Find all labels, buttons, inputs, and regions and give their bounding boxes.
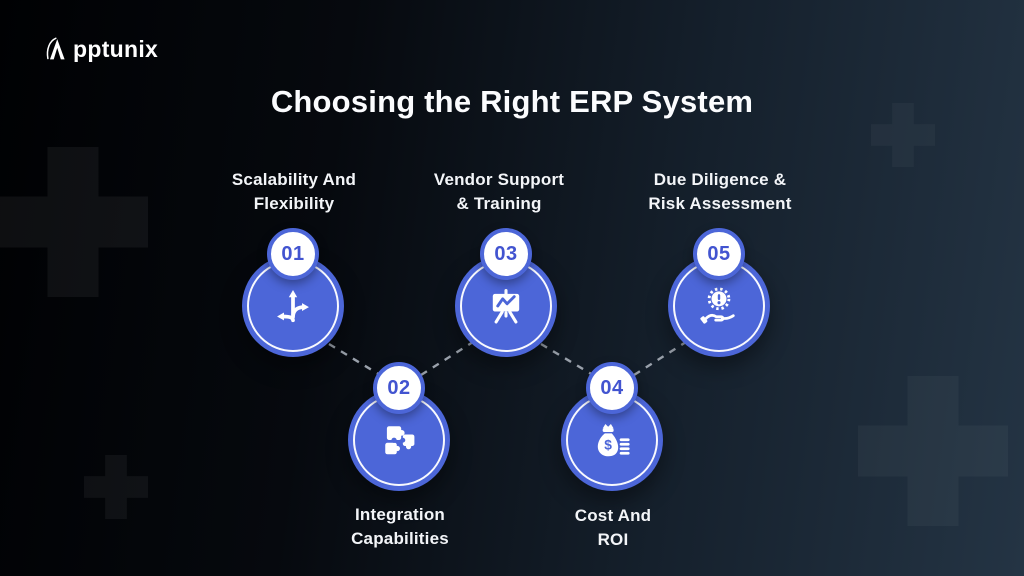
step-number-badge: 01 <box>267 228 319 280</box>
step-circle-01 <box>242 255 344 357</box>
presentation-chart-icon <box>492 288 520 324</box>
money-bag-icon: $ <box>597 424 630 457</box>
puzzle-pieces-icon <box>385 426 415 455</box>
svg-text:$: $ <box>604 437 612 452</box>
page-title: Choosing the Right ERP System <box>270 84 754 119</box>
step-label-integration: Integration Capabilities <box>351 505 449 548</box>
step-node-01: 01 <box>242 228 346 359</box>
branching-arrows-icon <box>277 290 309 323</box>
risk-alert-hand-icon <box>700 287 735 324</box>
step-label-vendor-support: Vendor Support & Training <box>433 170 565 213</box>
step-label-due-diligence: Due Diligence & Risk Assessment <box>648 170 792 213</box>
connector-line <box>420 340 474 377</box>
logo-wordmark: pptunix <box>73 36 159 62</box>
connector-line <box>328 342 381 377</box>
step-label-cost-roi: Cost And ROI <box>574 506 652 549</box>
step-node-02: 02 <box>348 362 452 493</box>
step-number-badge: 03 <box>480 228 532 280</box>
step-number-badge: 05 <box>693 228 745 280</box>
apptunix-a-icon <box>46 37 65 60</box>
step-node-05: 05 <box>668 228 772 359</box>
step-label-scalability: Scalability And Flexibility <box>231 170 357 213</box>
connector-line <box>633 340 687 377</box>
step-node-03: 03 <box>455 228 559 359</box>
step-number-badge: 02 <box>373 362 425 414</box>
step-number-badge: 04 <box>586 362 638 414</box>
step-node-04: $ 04 <box>561 362 665 493</box>
apptunix-logo: pptunix <box>45 36 158 63</box>
connector-line <box>540 342 594 377</box>
